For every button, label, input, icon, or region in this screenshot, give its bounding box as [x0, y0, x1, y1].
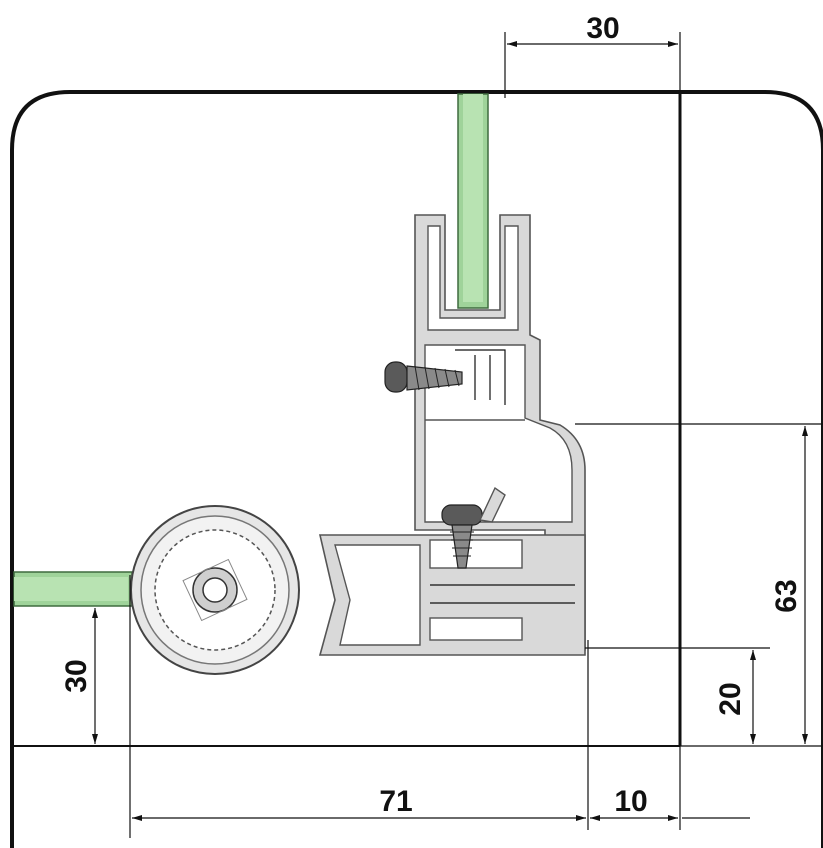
hinge-knob	[130, 505, 300, 675]
dimension-left-label: 30	[60, 659, 93, 692]
lower-screw	[441, 504, 483, 569]
dimension-right-small-label: 20	[714, 682, 747, 715]
upper-screw	[384, 361, 463, 393]
dimension-right: 63	[575, 423, 823, 747]
dimension-top-label: 30	[586, 12, 619, 45]
dimension-bottom-small-label: 10	[614, 785, 647, 818]
dimension-bottom: 71 10	[129, 575, 750, 838]
horizontal-aluminium-profile	[318, 534, 586, 656]
dimension-left: 30	[60, 608, 98, 744]
clip-lever	[478, 486, 506, 523]
dimension-right-small: 20	[585, 647, 770, 744]
dimension-bottom-label: 71	[379, 785, 412, 818]
dimension-top: 30	[504, 12, 681, 98]
outer-frame	[10, 90, 823, 848]
dimension-right-label: 63	[770, 579, 803, 612]
vertical-aluminium-profile	[414, 214, 586, 651]
